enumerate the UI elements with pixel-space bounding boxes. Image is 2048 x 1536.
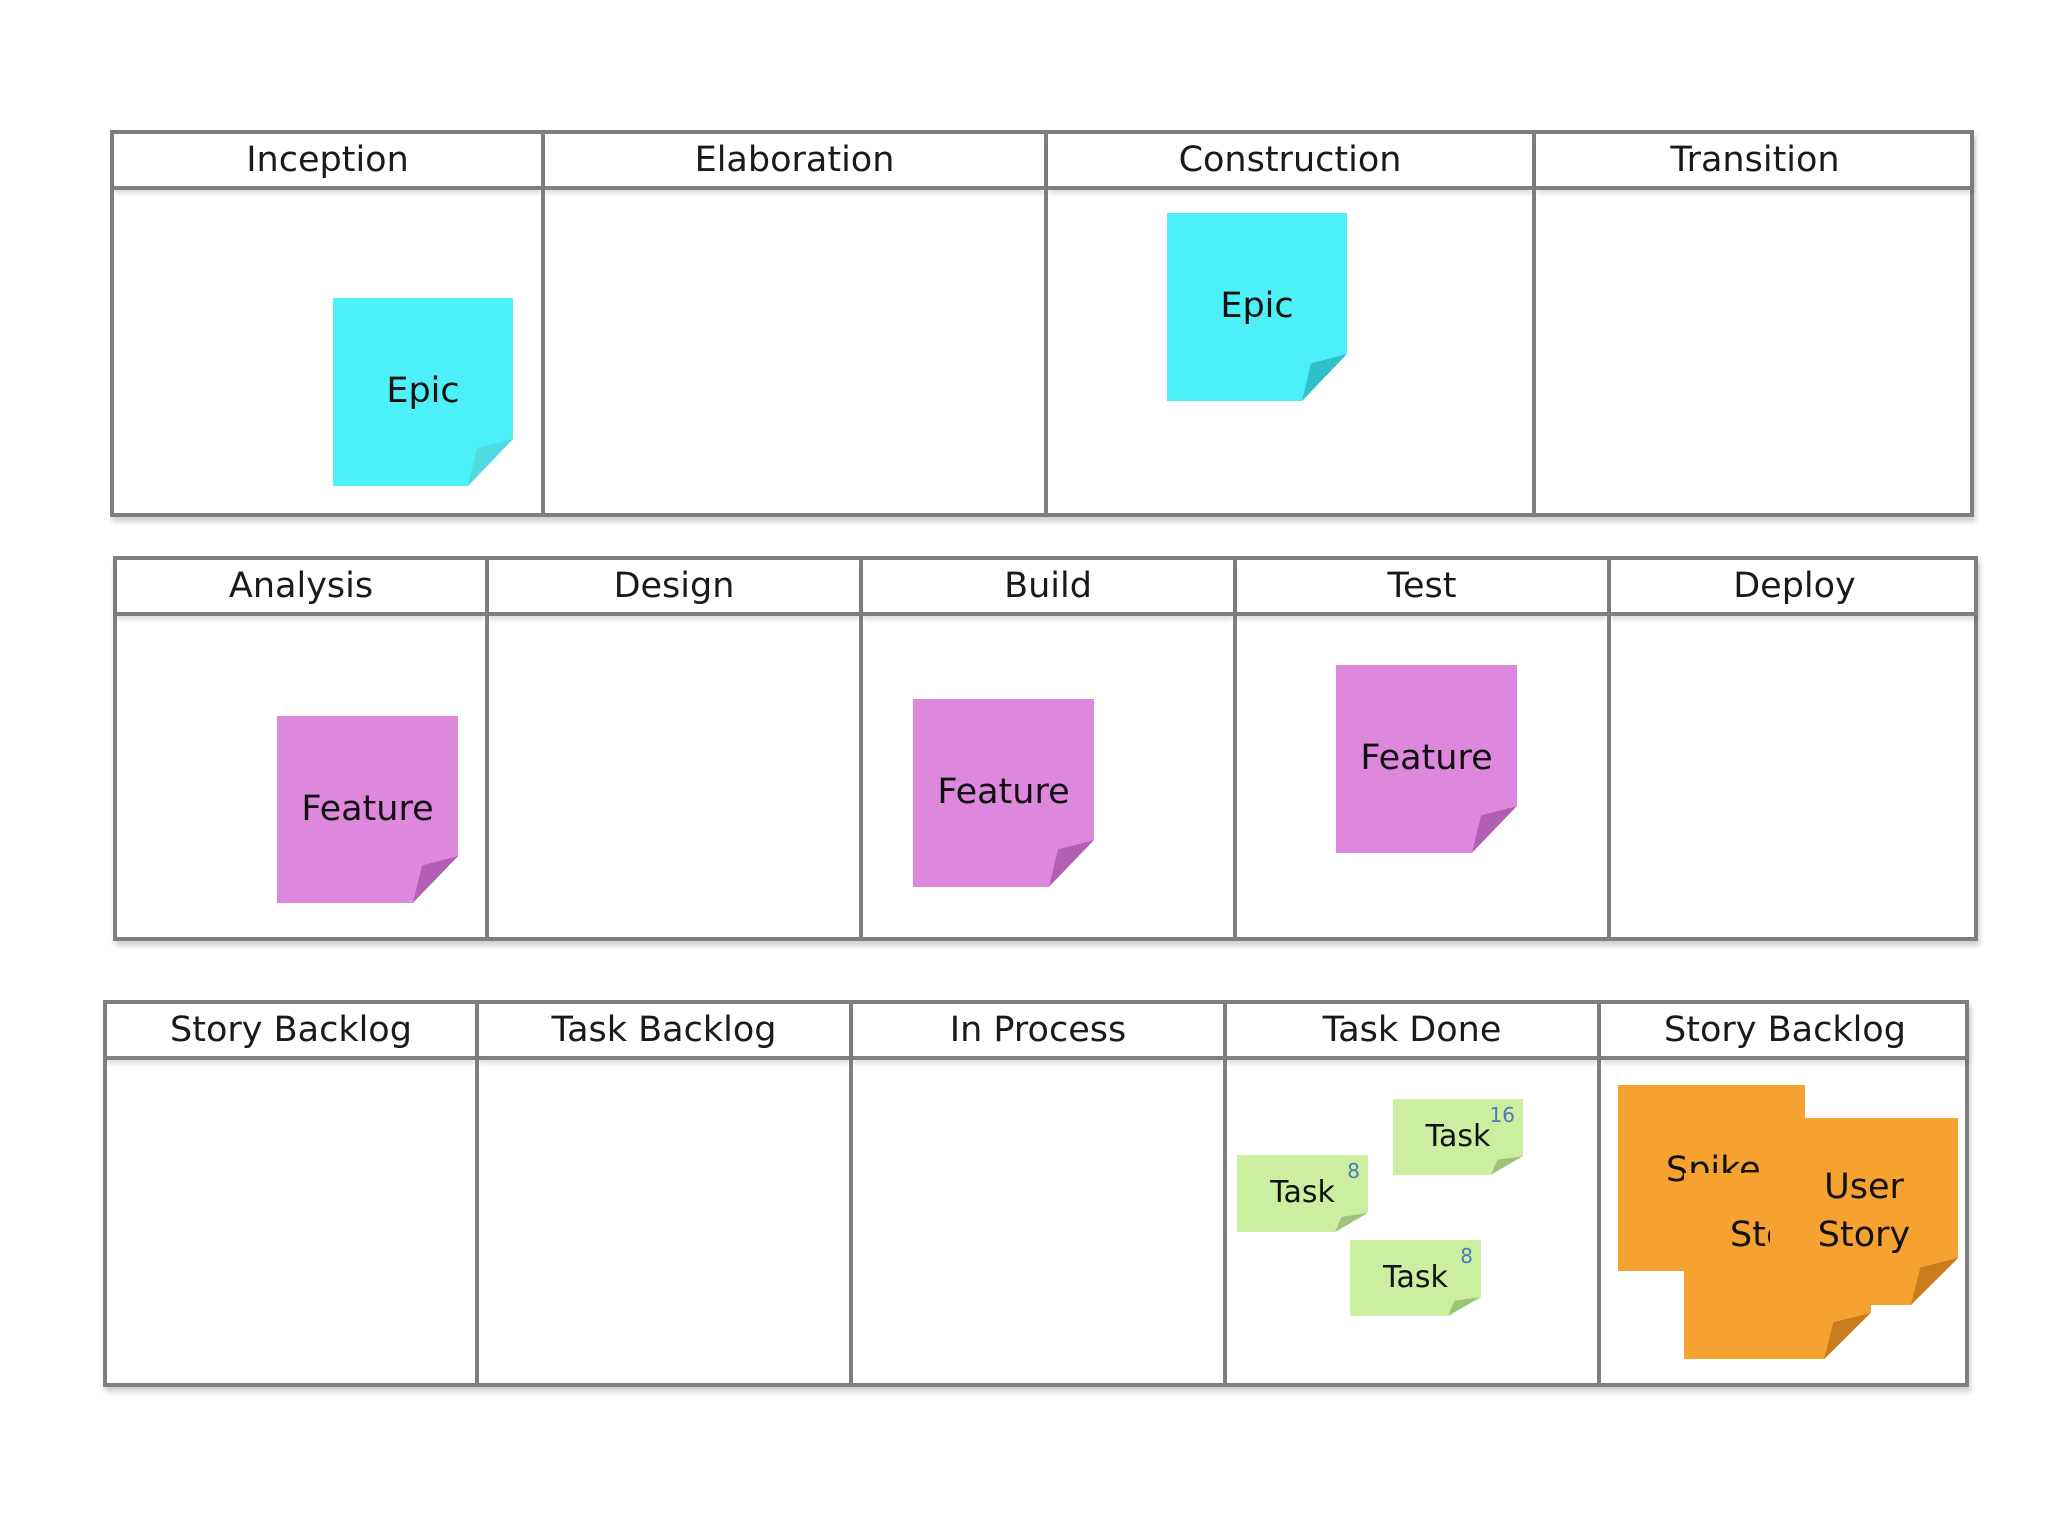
note-label: Feature — [1360, 738, 1493, 779]
column-inception: Inception — [114, 134, 541, 513]
column-header: Construction — [1048, 134, 1532, 190]
note-label: User Story — [1817, 1167, 1911, 1255]
column-header: In Process — [853, 1004, 1223, 1060]
task-points: 8 — [1347, 1159, 1360, 1183]
column-header: Deploy — [1611, 560, 1978, 616]
column-analysis: Analysis — [117, 560, 485, 937]
column-header: Analysis — [117, 560, 485, 616]
task-note[interactable]: Task 16 — [1393, 1099, 1523, 1175]
column-task-backlog: Task Backlog — [475, 1004, 849, 1383]
user-story-note[interactable]: User Story — [1770, 1118, 1958, 1305]
note-label: Feature — [301, 788, 434, 829]
epic-note[interactable]: Epic — [333, 298, 513, 486]
column-header: Story Backlog — [107, 1004, 475, 1060]
note-label: Feature — [937, 772, 1070, 813]
column-in-process: In Process — [849, 1004, 1223, 1383]
column-header: Task Backlog — [479, 1004, 849, 1060]
column-elaboration: Elaboration — [541, 134, 1044, 513]
task-points: 16 — [1489, 1103, 1515, 1127]
column-deploy: Deploy — [1607, 560, 1978, 937]
column-test: Test — [1233, 560, 1607, 937]
column-header: Transition — [1536, 134, 1974, 190]
column-header: Test — [1237, 560, 1607, 616]
note-label: Task — [1383, 1259, 1448, 1295]
feature-note[interactable]: Feature — [913, 699, 1094, 887]
epic-note[interactable]: Epic — [1167, 213, 1347, 401]
column-design: Design — [485, 560, 859, 937]
column-header: Design — [489, 560, 859, 616]
column-header: Task Done — [1227, 1004, 1597, 1060]
column-build: Build — [859, 560, 1233, 937]
column-header: Inception — [114, 134, 541, 190]
column-story-backlog: Story Backlog — [107, 1004, 475, 1383]
note-label: Epic — [1220, 286, 1294, 327]
note-label: Task — [1425, 1118, 1491, 1154]
task-note[interactable]: Task 8 — [1237, 1155, 1368, 1232]
column-transition: Transition — [1532, 134, 1974, 513]
feature-note[interactable]: Feature — [277, 716, 458, 903]
column-story-backlog-right: Story Backlog — [1597, 1004, 1969, 1383]
column-header: Elaboration — [545, 134, 1044, 190]
note-label: Task — [1270, 1175, 1335, 1211]
task-points: 8 — [1460, 1244, 1473, 1268]
note-label: Epic — [386, 371, 460, 412]
column-construction: Construction — [1044, 134, 1532, 513]
feature-note[interactable]: Feature — [1336, 665, 1517, 853]
column-task-done: Task Done — [1223, 1004, 1597, 1383]
task-note[interactable]: Task 8 — [1350, 1240, 1481, 1316]
column-header: Story Backlog — [1601, 1004, 1969, 1060]
column-header: Build — [863, 560, 1233, 616]
